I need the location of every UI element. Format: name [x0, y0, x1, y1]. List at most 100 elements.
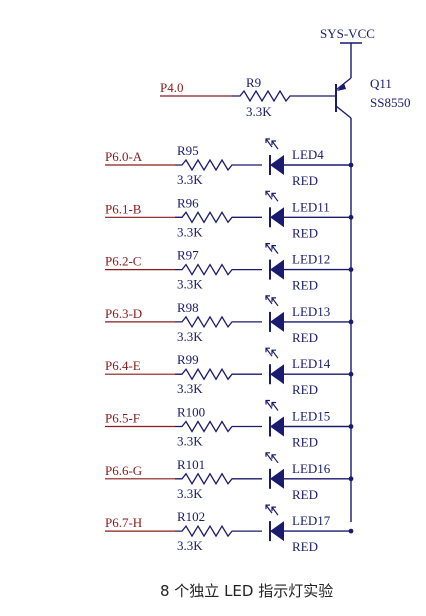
row-resistor-value: 3.3K	[177, 434, 203, 449]
led-emission-arrowhead	[271, 506, 276, 512]
row-net-label: P6.1-B	[105, 201, 142, 216]
row-resistor-value: 3.3K	[177, 538, 203, 553]
led-emission-arrowhead	[265, 295, 270, 300]
led-triangle	[270, 416, 284, 437]
row-net-label: P6.2-C	[105, 254, 141, 269]
led-name: LED12	[292, 252, 330, 267]
led-color: RED	[292, 487, 318, 502]
led-triangle	[270, 364, 284, 385]
led-triangle	[270, 259, 284, 280]
row-resistor	[175, 472, 262, 486]
led-emission-arrow	[271, 297, 279, 307]
row-resistor	[175, 211, 262, 224]
junction-dot	[348, 528, 354, 534]
transistor-q11	[335, 77, 352, 522]
led-emission-arrow	[271, 245, 279, 254]
row-net-label: P6.5-F	[105, 411, 140, 426]
led-color: RED	[292, 278, 318, 293]
row-resistor-value: 3.3K	[177, 172, 203, 187]
led-triangle	[270, 311, 284, 332]
led-color: RED	[292, 382, 318, 397]
junction-dot	[348, 371, 354, 377]
led-color: RED	[292, 173, 318, 188]
row-resistor-name: R98	[177, 300, 199, 315]
row-resistor-name: R101	[177, 457, 205, 472]
led-emission-arrowhead	[265, 504, 270, 510]
led-color: RED	[292, 539, 318, 554]
led-triangle	[270, 521, 284, 542]
led-name: LED16	[292, 461, 331, 476]
led-name: LED17	[292, 513, 331, 528]
row-net-label: P6.4-E	[105, 358, 141, 373]
led-emission-arrow	[265, 452, 273, 462]
row-resistor	[175, 315, 262, 329]
row-net-label: P6.0-A	[105, 149, 143, 164]
row-net-label: P6.7-H	[105, 515, 142, 530]
base-resistor-value: 3.3K	[246, 104, 272, 119]
junction-dot	[348, 214, 354, 220]
led-triangle	[270, 155, 284, 175]
led-emission-arrowhead	[271, 140, 276, 145]
junction-dot	[348, 424, 354, 429]
led-color: RED	[292, 330, 318, 345]
figure-caption: 8 个独立 LED 指示灯实验	[160, 582, 333, 600]
led-name: LED4	[292, 147, 324, 162]
led-name: LED11	[292, 199, 330, 214]
led-triangle	[270, 207, 284, 228]
row-resistor-value: 3.3K	[177, 224, 203, 239]
row-resistor	[175, 158, 262, 172]
led-emission-arrow	[271, 349, 279, 359]
led-emission-arrow	[271, 402, 279, 411]
base-net-label: P4.0	[160, 80, 183, 95]
led-emission-arrow	[265, 243, 273, 252]
led-emission-arrowhead	[271, 349, 276, 355]
led-color: RED	[292, 435, 318, 450]
led-name: LED14	[292, 356, 331, 371]
row-net-label: P6.6-G	[105, 463, 142, 478]
junction-dot	[348, 267, 354, 272]
led-emission-arrowhead	[271, 245, 276, 250]
led-emission-arrowhead	[265, 347, 270, 353]
transistor-collector	[335, 105, 352, 119]
row-resistor-value: 3.3K	[177, 486, 203, 501]
row-resistor	[175, 263, 262, 276]
row-net-label: P6.3-D	[105, 306, 142, 321]
led-name: LED15	[292, 409, 330, 424]
row-resistor	[175, 420, 262, 433]
led-name: LED13	[292, 304, 330, 319]
led-emission-arrow	[265, 347, 273, 357]
led-emission-arrowhead	[265, 190, 270, 196]
led-emission-arrowhead	[271, 192, 276, 198]
row-resistor	[175, 367, 262, 381]
led-emission-arrow	[271, 454, 279, 464]
row-resistor-name: R100	[177, 405, 205, 420]
row-resistor-value: 3.3K	[177, 277, 203, 292]
led-emission-arrowhead	[271, 297, 276, 302]
row-resistor	[175, 524, 262, 538]
led-emission-arrowhead	[265, 452, 270, 457]
transistor-emitter-arrow	[337, 83, 346, 91]
led-emission-arrowhead	[271, 401, 276, 407]
transistor-name: Q11	[370, 76, 392, 91]
transistor-part: SS8550	[370, 95, 410, 110]
led-emission-arrowhead	[265, 138, 270, 143]
led-emission-arrow	[265, 295, 273, 305]
led-emission-arrow	[265, 138, 273, 148]
row-resistor-name: R96	[177, 195, 199, 210]
led-emission-arrow	[265, 504, 273, 514]
led-emission-arrowhead	[265, 399, 270, 405]
led-color: RED	[292, 225, 318, 240]
led-emission-arrow	[271, 192, 279, 202]
row-resistor-name: R102	[177, 509, 205, 524]
row-resistor-name: R97	[177, 248, 199, 263]
led-emission-arrowhead	[265, 243, 270, 248]
